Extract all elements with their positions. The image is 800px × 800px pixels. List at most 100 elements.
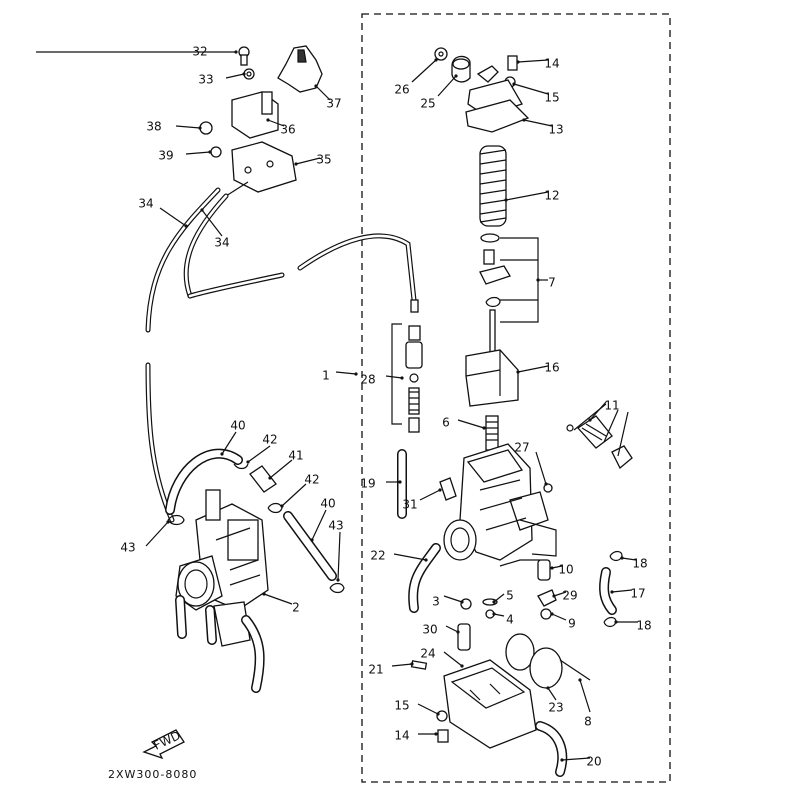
leader-tip-26 (434, 58, 438, 62)
callout-label-42a: 42 (262, 433, 277, 447)
leader-line-24 (443, 651, 463, 667)
leader-tip-10 (550, 566, 554, 570)
leader-line-33 (225, 73, 245, 79)
leader-line-40b (311, 509, 327, 541)
bracket-28 (391, 323, 402, 425)
callout-label-29: 29 (562, 589, 577, 603)
callout-label-1: 1 (322, 369, 330, 383)
callout-label-42b: 42 (304, 473, 319, 487)
leader-line-40a (221, 431, 237, 455)
callout-label-31: 31 (402, 498, 417, 512)
leader-tip-30 (456, 630, 460, 634)
leader-line-2 (263, 593, 293, 605)
leader-tip-35 (294, 162, 298, 166)
leader-line-43b (145, 521, 169, 547)
callout-label-17: 17 (630, 587, 645, 601)
leader-line-31 (419, 489, 441, 501)
leader-tip-2 (262, 592, 266, 596)
leader-tip-42b (280, 504, 284, 508)
leader-tip-31 (438, 488, 442, 492)
leader-tip-9 (550, 612, 554, 616)
callout-label-22: 22 (370, 549, 385, 563)
callout-label-5: 5 (506, 589, 514, 603)
leader-tip-18a (620, 556, 624, 560)
bracket-10 (499, 559, 540, 567)
callout-label-27: 27 (514, 441, 529, 455)
leader-line-15a (513, 83, 549, 95)
leader-line-16 (517, 365, 549, 373)
leader-tip-37 (314, 84, 318, 88)
leader-tip-40a (220, 452, 224, 456)
top-cap-group (434, 47, 530, 133)
callout-label-26: 26 (394, 83, 409, 97)
leader-tip-40b (310, 538, 314, 542)
callout-label-14a: 14 (544, 57, 559, 71)
callout-label-2: 2 (292, 601, 300, 615)
leader-line-29 (553, 591, 567, 597)
callout-label-15b: 15 (394, 699, 409, 713)
leader-tip-34b (200, 208, 204, 212)
leader-tip-11 (588, 418, 592, 422)
leader-line-14a (517, 59, 549, 63)
leader-line-12 (505, 191, 549, 201)
callout-label-39: 39 (158, 149, 173, 163)
throttle-stop-screw (405, 325, 423, 433)
leader-line-26 (411, 59, 437, 83)
throttle-cables (145, 187, 419, 523)
assembly-boundary (361, 13, 671, 783)
callout-label-28: 28 (360, 373, 375, 387)
leader-line-39 (185, 151, 211, 155)
leader-tip-29 (552, 594, 556, 598)
callout-label-16: 16 (544, 361, 559, 375)
leader-line-28 (385, 375, 403, 379)
callout-label-33: 33 (198, 73, 213, 87)
leader-tip-15b (436, 712, 440, 716)
leader-tip-18b (614, 620, 618, 624)
leader-tip-20 (560, 758, 564, 762)
leader-tip-6 (482, 426, 486, 430)
vent-hoses-clamps (167, 463, 345, 594)
leader-tip-27 (544, 482, 548, 486)
leader-line-20 (561, 757, 591, 761)
leader-tip-43a (336, 578, 340, 582)
callout-label-10: 10 (558, 563, 573, 577)
callout-label-9: 9 (568, 617, 576, 631)
leader-line-6 (457, 419, 485, 429)
leader-line-8 (579, 679, 591, 713)
leader-tip-24 (460, 664, 464, 668)
leader-tip-34a (184, 224, 188, 228)
leader-line-43a (337, 531, 341, 581)
leader-tip-36 (266, 118, 270, 122)
leader-line-30 (445, 625, 459, 633)
leader-line-41 (269, 459, 293, 479)
callout-label-23: 23 (548, 701, 563, 715)
callout-label-18b: 18 (636, 619, 651, 633)
leader-tip-33 (242, 72, 246, 76)
leader-tip-28 (400, 376, 404, 380)
forward-arrow-icon: FWD (142, 728, 185, 760)
leader-tip-38 (198, 126, 202, 130)
callout-label-11: 11 (604, 399, 619, 413)
leader-line-23 (547, 687, 557, 701)
leader-tip-14a (516, 60, 520, 64)
callout-leaders (36, 50, 638, 762)
leader-line-22 (393, 553, 427, 561)
throttle-housing-group (199, 45, 323, 197)
leader-line-5 (493, 593, 505, 603)
leader-line-9 (551, 613, 567, 621)
leader-tip-5 (492, 600, 496, 604)
callout-label-3: 3 (432, 595, 440, 609)
leader-line-42a (247, 445, 271, 463)
assembled-carburetor (165, 448, 269, 693)
callout-label-35: 35 (316, 153, 331, 167)
leader-tip-39 (208, 150, 212, 154)
leader-line-34a (159, 207, 187, 227)
callout-label-37: 37 (326, 97, 341, 111)
leader-line-1 (335, 371, 357, 375)
callout-label-40a: 40 (230, 419, 245, 433)
leader-line-38 (175, 125, 201, 129)
leader-tip-22 (424, 558, 428, 562)
leader-tip-16 (516, 370, 520, 374)
